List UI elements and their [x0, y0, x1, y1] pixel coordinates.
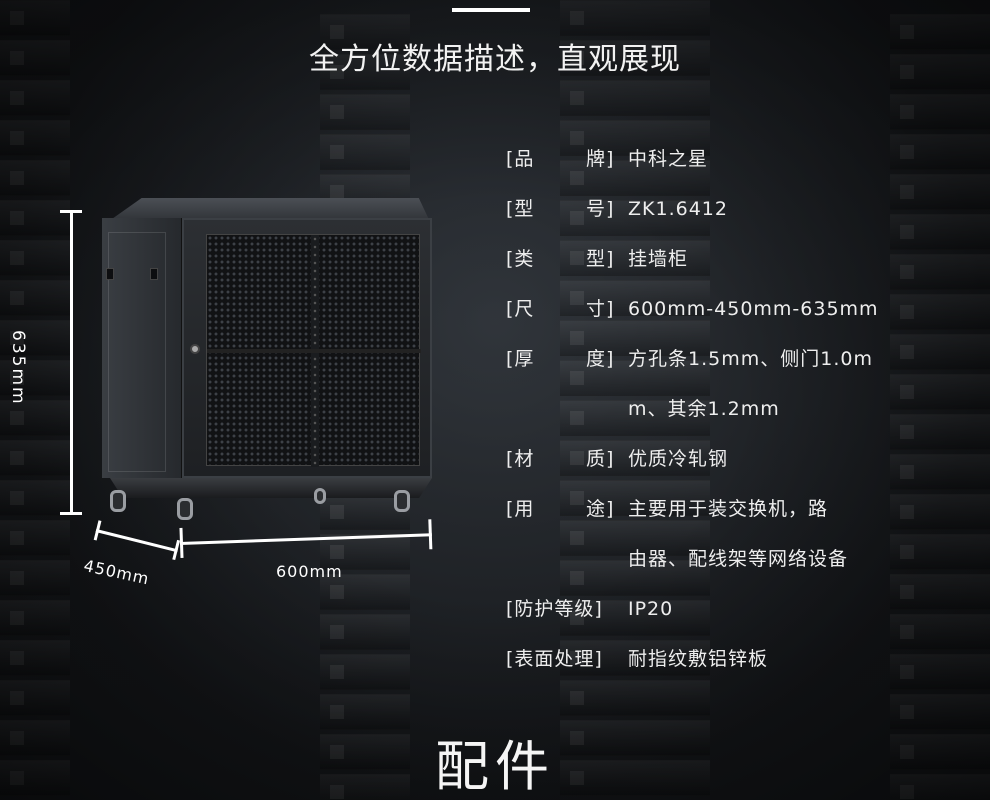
width-dimension-label: 600mm — [276, 562, 343, 581]
spec-value: 方孔条1.5mm、侧门1.0m — [628, 348, 873, 370]
spec-row-thickness: [厚度] 方孔条1.5mm、侧门1.0m — [506, 348, 873, 370]
spec-row-brand: [品牌] 中科之星 — [506, 148, 709, 170]
spec-value: 优质冷轧钢 — [628, 448, 729, 470]
spec-row-model: [型号] ZK1.6412 — [506, 198, 728, 220]
product-illustration: 635mm 450mm 600mm — [8, 190, 450, 600]
depth-dimension-label: 450mm — [82, 556, 152, 589]
spec-value: 由器、配线架等网络设备 — [628, 548, 849, 570]
spec-value: ZK1.6412 — [628, 198, 728, 220]
spec-list: [品牌] 中科之星 [型号] ZK1.6412 [类型] 挂墙柜 [尺寸] 60… — [506, 146, 966, 696]
caster-wheel — [177, 498, 193, 520]
height-dimension-label: 635mm — [8, 330, 28, 406]
spec-row-surface: [表面处理] 耐指纹敷铝锌板 — [506, 648, 769, 670]
section-title-accessories: 配件 — [435, 735, 555, 798]
page-heading: 全方位数据描述，直观展现 — [309, 42, 681, 77]
spec-row-thickness-cont: m、其余1.2mm — [506, 396, 966, 446]
network-cabinet-image — [102, 198, 432, 533]
caster-wheel — [110, 490, 126, 512]
spec-value: 600mm-450mm-635mm — [628, 298, 879, 320]
spec-row-type: [类型] 挂墙柜 — [506, 248, 689, 270]
spec-value: m、其余1.2mm — [628, 398, 780, 420]
top-accent-bar — [452, 8, 530, 12]
caster-wheel — [314, 488, 326, 504]
lock-icon — [190, 344, 200, 354]
spec-row-size: [尺寸] 600mm-450mm-635mm — [506, 298, 879, 320]
spec-value: 挂墙柜 — [628, 248, 689, 270]
spec-value: 耐指纹敷铝锌板 — [628, 648, 769, 670]
spec-row-material: [材质] 优质冷轧钢 — [506, 448, 729, 470]
spec-row-usage: [用途] 主要用于装交换机，路 — [506, 498, 829, 520]
spec-value: 主要用于装交换机，路 — [628, 498, 829, 520]
spec-row-usage-cont: 由器、配线架等网络设备 — [506, 546, 966, 596]
spec-row-protection: [防护等级] IP20 — [506, 598, 674, 620]
height-dimension-line — [60, 210, 82, 515]
caster-wheel — [394, 490, 410, 512]
width-dimension-line — [179, 533, 432, 545]
spec-value: IP20 — [628, 598, 674, 620]
spec-value: 中科之星 — [628, 148, 709, 170]
